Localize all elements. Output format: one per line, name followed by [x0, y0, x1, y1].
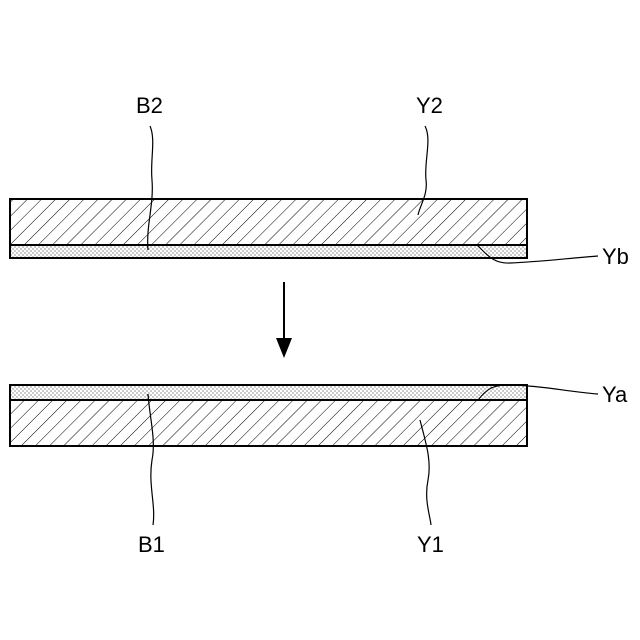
label-y2: Y2 — [416, 93, 443, 118]
label-b1: B1 — [138, 532, 165, 557]
bottom-base-layer — [10, 400, 527, 446]
arrow-down — [276, 282, 292, 358]
top-assembly — [10, 199, 527, 258]
label-yb: Yb — [602, 244, 629, 269]
bottom-adhesive-layer — [10, 385, 527, 400]
label-ya: Ya — [602, 382, 628, 407]
top-base-layer — [10, 199, 527, 245]
bottom-assembly — [10, 385, 527, 446]
label-y1: Y1 — [417, 532, 444, 557]
label-b2: B2 — [136, 93, 163, 118]
top-adhesive-layer — [10, 245, 527, 258]
